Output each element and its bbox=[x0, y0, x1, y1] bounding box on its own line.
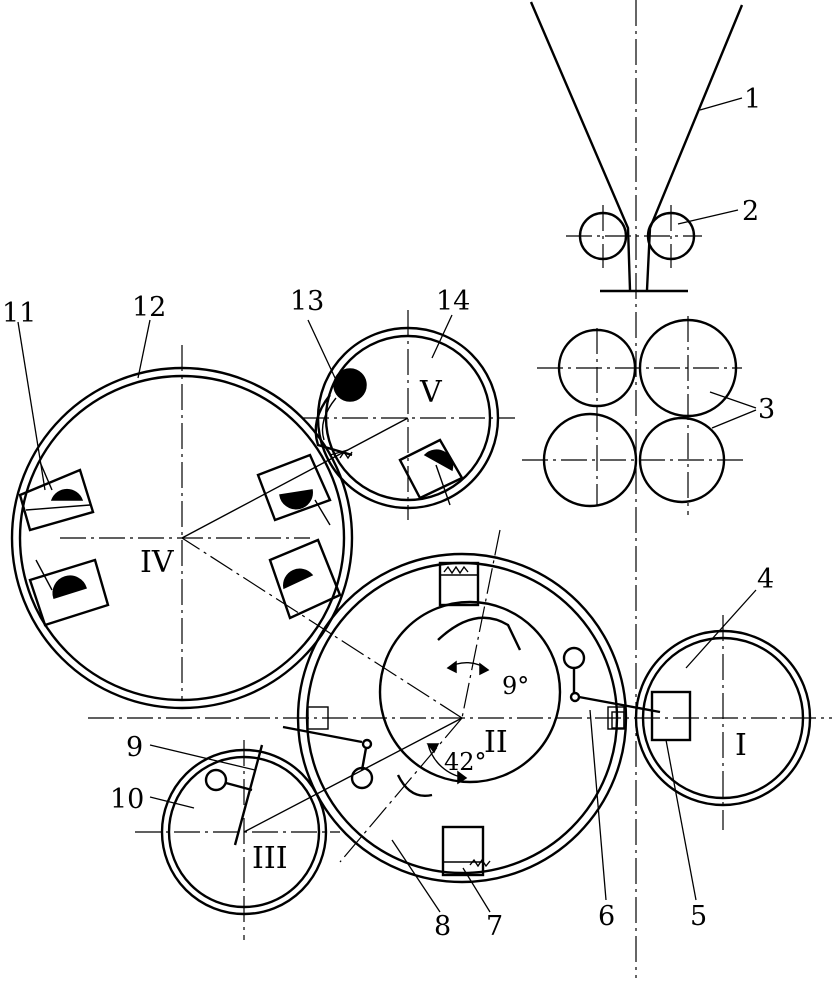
angle-42: 42° bbox=[444, 748, 487, 776]
label-14: 14 bbox=[436, 286, 470, 317]
label-roller-v: V bbox=[419, 375, 443, 410]
label-8: 8 bbox=[434, 911, 451, 942]
drum-ii bbox=[243, 552, 661, 884]
label-12: 12 bbox=[132, 292, 166, 323]
label-1: 1 bbox=[744, 84, 761, 115]
drum-v bbox=[314, 326, 500, 510]
label-5: 5 bbox=[690, 901, 707, 932]
center-lines bbox=[60, 0, 832, 978]
angle-labels: 9° 42° bbox=[444, 672, 529, 776]
label-4: 4 bbox=[757, 564, 774, 595]
label-roller-i: I bbox=[735, 728, 747, 763]
pressure-rolls-group bbox=[542, 318, 738, 508]
label-roller-iii: III bbox=[252, 841, 288, 876]
leader-lines bbox=[17, 97, 757, 913]
label-9: 9 bbox=[126, 732, 143, 763]
label-11: 11 bbox=[2, 298, 36, 329]
label-13: 13 bbox=[290, 286, 324, 317]
label-7: 7 bbox=[486, 911, 503, 942]
part-labels: 1 2 3 4 5 6 7 8 9 10 11 12 13 14 bbox=[2, 84, 775, 942]
label-roller-ii: II bbox=[484, 725, 508, 760]
roller-labels: I II III IV V bbox=[140, 375, 747, 876]
angle-9: 9° bbox=[502, 672, 529, 700]
drum-i bbox=[611, 629, 812, 807]
feed-rolls bbox=[578, 211, 696, 261]
label-2: 2 bbox=[742, 196, 759, 227]
label-10: 10 bbox=[110, 784, 144, 815]
drum-iii bbox=[160, 744, 328, 916]
label-6: 6 bbox=[598, 901, 615, 932]
label-3: 3 bbox=[758, 394, 775, 425]
label-roller-iv: IV bbox=[140, 545, 175, 580]
drum-iv bbox=[10, 366, 409, 710]
